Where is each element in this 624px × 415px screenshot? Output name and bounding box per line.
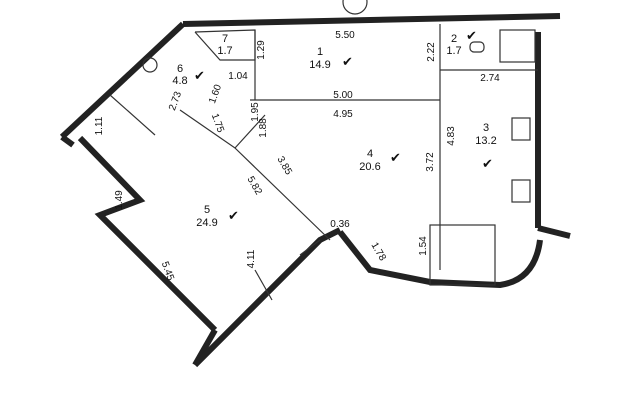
fixtures xyxy=(142,0,531,203)
room-4-area: 20.6 xyxy=(359,161,380,173)
sink-icon xyxy=(142,57,158,73)
dimension-label: 1.88 xyxy=(258,118,269,138)
room-2-number: 2 xyxy=(451,33,457,45)
room-3: 3 13.2 ✔ xyxy=(475,122,496,172)
sink-icon xyxy=(511,179,531,203)
check-icon: ✔ xyxy=(342,55,353,70)
room-2: 2 1.7 ✔ xyxy=(446,29,477,57)
dimension-label: 3.85 xyxy=(275,155,294,178)
room-7-area: 1.7 xyxy=(217,45,232,57)
room-7: 7 1.7 xyxy=(217,33,232,57)
room-4: 4 20.6 ✔ xyxy=(359,148,401,173)
check-icon: ✔ xyxy=(482,157,493,172)
room-6: 6 4.8 ✔ xyxy=(172,63,205,87)
room-1: 1 14.9 ✔ xyxy=(309,46,353,71)
dimension-label: 1.49 xyxy=(114,190,125,210)
check-icon: ✔ xyxy=(228,209,239,224)
check-icon: ✔ xyxy=(194,69,205,84)
toilet-icon xyxy=(469,41,485,53)
room-6-number: 6 xyxy=(177,63,183,75)
dimension-label: 0.36 xyxy=(330,219,350,230)
dimension-label: 5.00 xyxy=(333,90,353,101)
dimension-label: 1.54 xyxy=(418,236,429,256)
interior-walls xyxy=(109,24,538,301)
room-5-area: 24.9 xyxy=(196,217,217,229)
dimension-label: 1.11 xyxy=(94,116,105,135)
dimension-label: 1.29 xyxy=(256,40,267,60)
room-1-number: 1 xyxy=(317,46,323,58)
dimension-label: 5.82 xyxy=(245,175,264,198)
dimension-label: 1.95 xyxy=(250,102,261,122)
dimension-label: 1.04 xyxy=(228,71,248,82)
dimension-label: 4.83 xyxy=(446,126,457,146)
dimension-label: 3.72 xyxy=(425,152,436,172)
dimension-labels: 5.50 1.29 2.22 2.74 1.04 5.00 4.95 1.95 … xyxy=(94,30,500,283)
room-6-area: 4.8 xyxy=(172,75,187,87)
dimension-label: 2.74 xyxy=(480,73,500,84)
room-7-number: 7 xyxy=(222,33,228,45)
dimension-label: 2.22 xyxy=(426,42,437,62)
check-icon: ✔ xyxy=(390,151,401,166)
room-2-area: 1.7 xyxy=(446,45,461,57)
dimension-label: 4.11 xyxy=(246,249,257,268)
dimension-label: 4.95 xyxy=(333,109,353,120)
room-5: 5 24.9 ✔ xyxy=(196,204,239,229)
dimension-label: 1.60 xyxy=(207,83,224,105)
room-1-area: 14.9 xyxy=(309,59,330,71)
stove-icon xyxy=(511,117,531,141)
check-icon: ✔ xyxy=(466,29,477,44)
dimension-label: 2.73 xyxy=(167,90,184,112)
room-3-number: 3 xyxy=(483,122,489,134)
room-4-number: 4 xyxy=(367,148,373,160)
dimension-label: 5.50 xyxy=(335,30,355,41)
compass-icon xyxy=(342,0,368,15)
room-5-number: 5 xyxy=(204,204,210,216)
dimension-label: 1.78 xyxy=(369,241,388,264)
room-3-area: 13.2 xyxy=(475,135,496,147)
